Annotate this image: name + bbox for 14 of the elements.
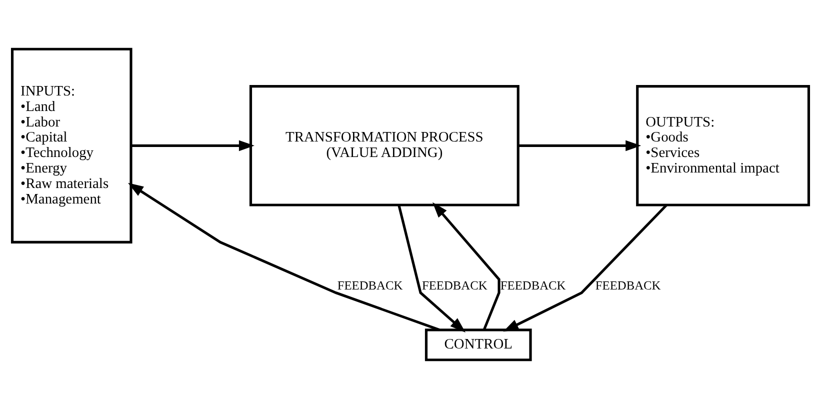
arrow [503, 204, 668, 332]
node-box: CONTROL [424, 328, 532, 361]
edge-label: FEEDBACK [500, 278, 566, 292]
node-box: OUTPUTS: •Goods •Services •Environmental impact [636, 84, 810, 206]
arrow [131, 140, 254, 151]
arrow [128, 182, 440, 331]
node-box: INPUTS: •Land •Labor •Capital •Technology •Energy •Raw materials •Management [10, 47, 132, 243]
node-box: TRANSFORMATION PROCESS (VALUE ADDING) [249, 84, 520, 206]
edge-label: FEEDBACK [337, 278, 403, 292]
edge-label: FEEDBACK [422, 278, 488, 292]
edge-label: FEEDBACK [595, 278, 661, 292]
arrow [432, 202, 500, 330]
arrow [518, 140, 642, 151]
arrow [398, 204, 466, 332]
